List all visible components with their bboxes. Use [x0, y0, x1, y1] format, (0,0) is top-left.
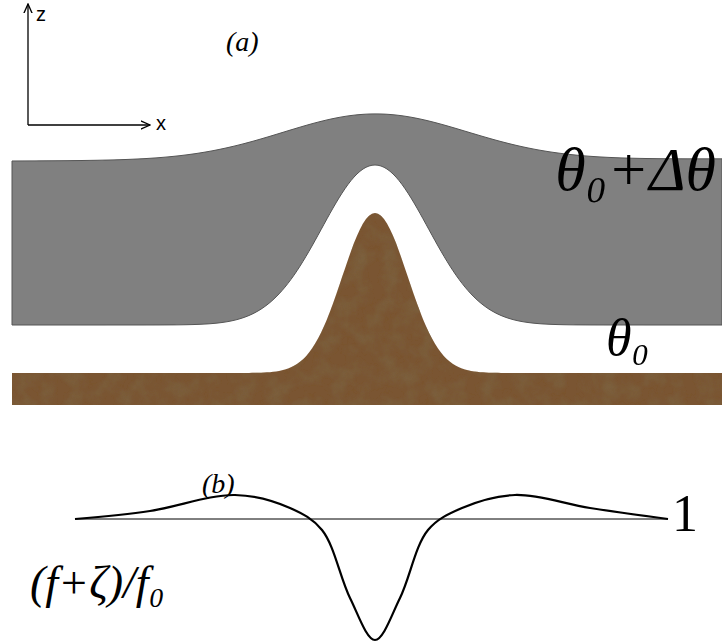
axis-label: (f+ζ)/f₀	[30, 560, 165, 606]
isentrope-label: θ₀+Δθ	[555, 138, 716, 200]
baseline-value: 1	[672, 488, 698, 540]
z-axis	[27, 4, 28, 125]
axis-label: z	[36, 4, 46, 24]
isentrope-label: θ₀	[606, 312, 650, 364]
panel-label: (b)	[202, 470, 235, 498]
axis-label: x	[156, 113, 166, 133]
baseline	[75, 519, 668, 520]
mountain	[12, 213, 722, 405]
x-axis	[28, 124, 150, 125]
terrain	[12, 213, 722, 405]
panel-label: (a)	[226, 28, 259, 56]
